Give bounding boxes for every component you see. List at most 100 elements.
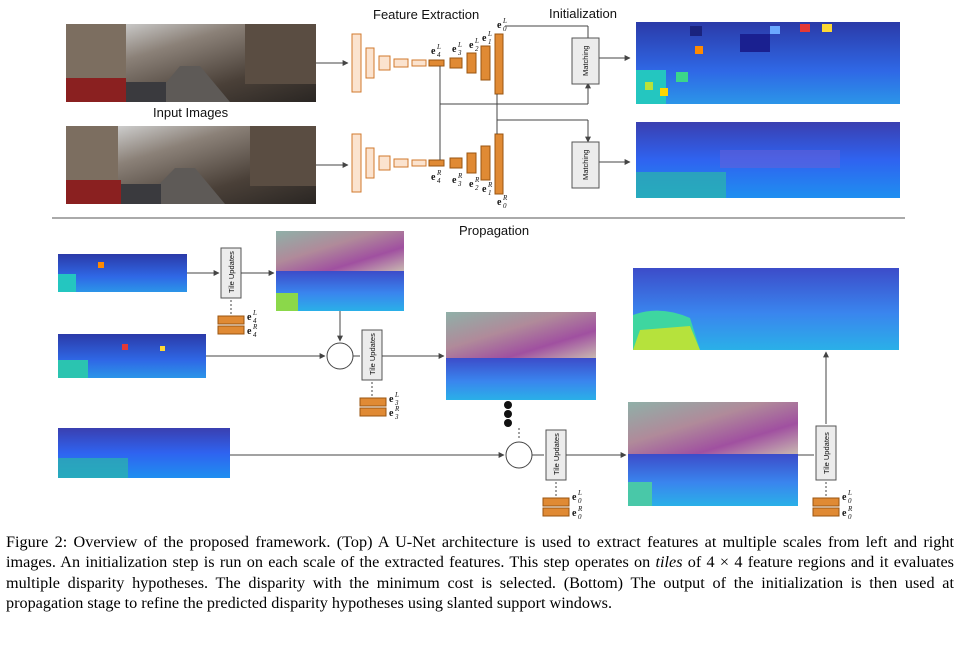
svg-text:e: e (469, 179, 474, 190)
right-input-image (66, 126, 316, 204)
svg-text:e: e (452, 175, 457, 186)
svg-text:e: e (497, 197, 502, 208)
svg-text:0: 0 (848, 513, 852, 521)
tile-update-box: Tile Updates (361, 329, 383, 381)
encoder-block (378, 155, 391, 171)
framework-figure: Feature Extraction Initialization Input … (52, 6, 905, 521)
svg-text:4: 4 (437, 177, 441, 185)
svg-text:e: e (389, 394, 394, 405)
svg-text:0: 0 (578, 497, 582, 505)
init-disparity-coarse (636, 22, 900, 104)
svg-text:e: e (482, 33, 487, 44)
matching-label: Matching (581, 46, 590, 76)
matching-label: Matching (581, 150, 590, 180)
tile-update-box: Tile Updates (815, 425, 837, 481)
svg-text:e: e (482, 184, 487, 195)
svg-text:3: 3 (457, 49, 462, 57)
top-connectors (316, 25, 631, 168)
prop-input-scale-3 (58, 334, 206, 378)
svg-text:L: L (394, 391, 399, 399)
svg-text:1: 1 (488, 189, 492, 197)
svg-text:L: L (252, 309, 257, 317)
unet-left (351, 33, 504, 95)
svg-text:L: L (577, 489, 582, 497)
matching-box-top: Matching (571, 37, 600, 85)
decoder-block (428, 59, 445, 67)
prop-output-scale-4 (276, 231, 404, 311)
svg-text:R: R (252, 323, 258, 331)
caption-part-1: Figure 2: Overview of the proposed frame… (6, 533, 954, 572)
merge-node (505, 441, 533, 469)
tile-update-box: Tile Updates (545, 429, 567, 481)
svg-text:L: L (474, 37, 479, 45)
prop-input-scale-0 (58, 428, 230, 478)
tile-update-box: Tile Updates (220, 247, 242, 299)
figure-caption: Figure 2: Overview of the proposed frame… (6, 532, 954, 614)
svg-text:0: 0 (578, 513, 582, 521)
svg-text:4: 4 (253, 317, 257, 325)
svg-text:e: e (247, 326, 252, 337)
decoder-block (480, 145, 491, 181)
svg-text:R: R (577, 505, 583, 513)
caption-tiles-word: tiles (655, 553, 683, 572)
prop-output-scale-3 (446, 312, 596, 400)
decoder-block (466, 52, 477, 74)
svg-text:R: R (847, 505, 853, 513)
svg-text:R: R (502, 194, 508, 202)
decoder-block (494, 133, 504, 195)
svg-text:e: e (842, 492, 847, 503)
propagation-connectors (187, 270, 829, 496)
prop-output-scale-1 (628, 402, 798, 506)
tile-updates-label: Tile Updates (552, 433, 561, 475)
svg-text:2: 2 (475, 45, 479, 53)
encoder-block (365, 47, 375, 79)
svg-text:e: e (247, 312, 252, 323)
svg-text:e: e (572, 508, 577, 519)
svg-text:L: L (487, 30, 492, 38)
encoder-block (351, 33, 362, 93)
encoder-block (365, 147, 375, 179)
input-images-title: Input Images (153, 105, 229, 120)
prop-input-scale-4 (58, 254, 187, 292)
init-disparity-fine (636, 122, 900, 198)
svg-text:4: 4 (253, 331, 257, 339)
tile-updates-label: Tile Updates (368, 333, 377, 375)
svg-text:e: e (842, 508, 847, 519)
encoder-block (411, 59, 427, 67)
svg-text:R: R (457, 172, 463, 180)
matching-box-bottom: Matching (571, 141, 600, 189)
svg-text:L: L (847, 489, 852, 497)
caption-part-2: of 4 × 4 feature regions and it evaluate… (6, 553, 954, 613)
feature-extraction-title: Feature Extraction (373, 7, 479, 22)
decoder-block (494, 33, 504, 95)
svg-text:0: 0 (503, 25, 507, 33)
svg-text:e: e (389, 408, 394, 419)
decoder-block (466, 152, 477, 174)
svg-text:R: R (394, 405, 400, 413)
tile-updates-label: Tile Updates (822, 432, 831, 474)
svg-text:e: e (431, 46, 436, 57)
svg-text:R: R (474, 176, 480, 184)
svg-text:L: L (502, 17, 507, 25)
svg-text:L: L (436, 43, 441, 51)
svg-text:e: e (469, 40, 474, 51)
svg-text:e: e (452, 44, 457, 55)
svg-text:1: 1 (488, 38, 492, 46)
tile-updates-label: Tile Updates (227, 251, 236, 293)
propagation-title: Propagation (459, 223, 529, 238)
unet-right (351, 133, 504, 195)
decoder-block (480, 45, 491, 81)
svg-text:0: 0 (503, 202, 507, 210)
encoder-block (393, 58, 409, 68)
merge-node (326, 342, 354, 370)
svg-text:3: 3 (394, 413, 399, 421)
decoder-block (428, 159, 445, 167)
decoder-block (449, 157, 463, 169)
decoder-block (449, 57, 463, 69)
svg-text:R: R (436, 169, 442, 177)
svg-text:L: L (457, 41, 462, 49)
initialization-title: Initialization (549, 6, 617, 21)
